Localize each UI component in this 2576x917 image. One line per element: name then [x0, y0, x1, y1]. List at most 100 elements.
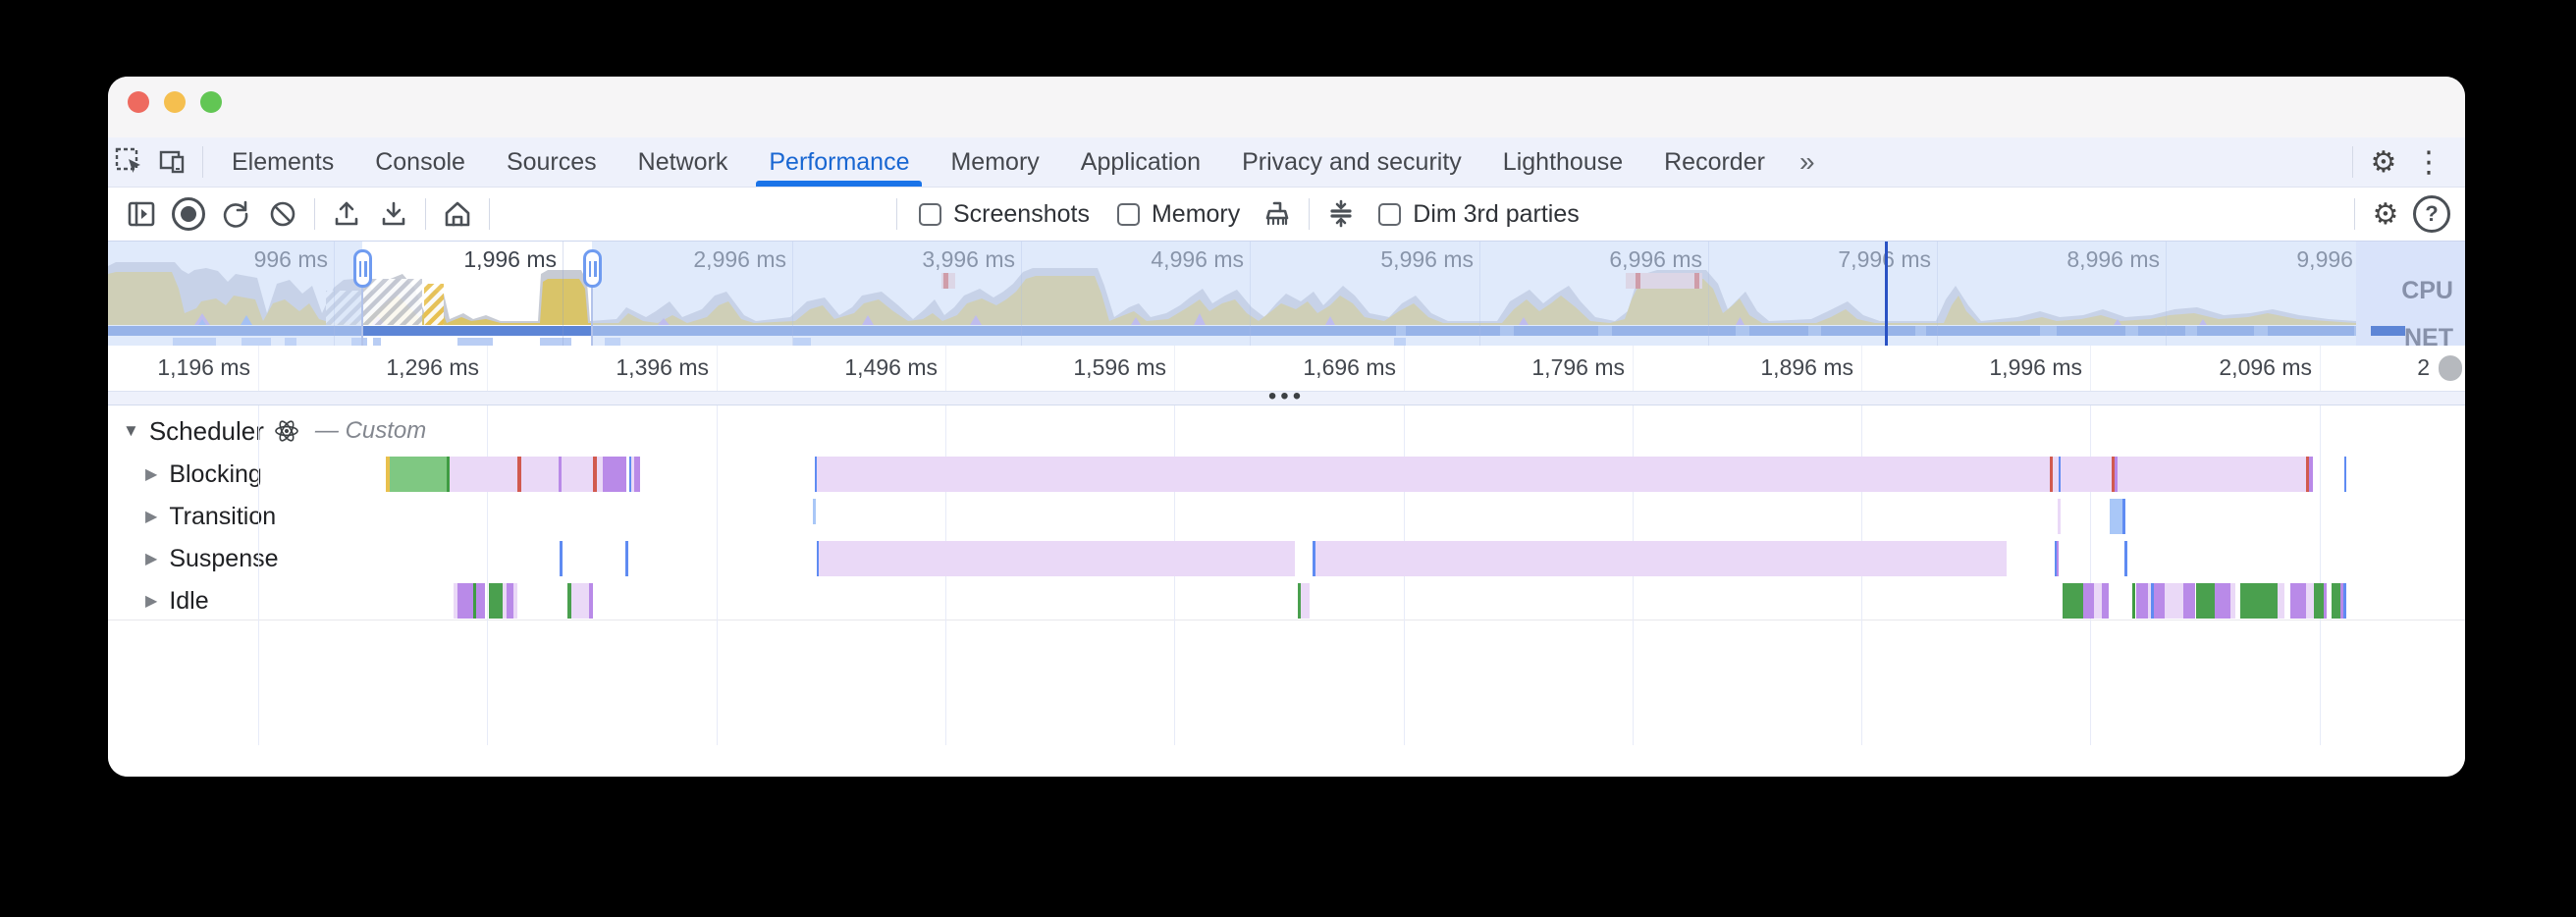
window-titlebar[interactable]	[108, 77, 2465, 137]
flame-bar-segment[interactable]	[634, 457, 640, 492]
flame-bar-segment[interactable]	[390, 457, 447, 492]
tab-memory[interactable]: Memory	[950, 147, 1040, 176]
flame-bar-segment[interactable]	[2094, 583, 2102, 619]
flame-bar-segment[interactable]	[476, 583, 485, 619]
tab-performance[interactable]: Performance	[748, 137, 930, 187]
flame-bar-segment[interactable]	[1315, 541, 2007, 576]
flame-bar-segment[interactable]	[625, 541, 628, 576]
flame-bar-segment[interactable]	[503, 583, 507, 619]
flame-bar-segment[interactable]	[2059, 457, 2061, 492]
flame-bar-segment[interactable]	[2230, 583, 2235, 619]
flame-bar-segment[interactable]	[2343, 583, 2346, 619]
dim-3rd-parties-checkbox[interactable]	[1378, 202, 1402, 226]
kebab-menu-button[interactable]: ⋮	[2414, 145, 2443, 179]
flame-bar-segment[interactable]	[2278, 583, 2284, 619]
track-row-label-suspense[interactable]: ▶Suspense	[145, 541, 279, 576]
flame-bar-segment[interactable]	[560, 541, 563, 576]
close-window-button[interactable]	[128, 91, 149, 113]
expand-triangle-icon[interactable]: ▶	[145, 551, 158, 567]
tab-lighthouse[interactable]: Lighthouse	[1502, 147, 1624, 176]
flame-bar-segment[interactable]	[2061, 457, 2112, 492]
flame-bar-segment[interactable]	[815, 457, 817, 492]
load-profile-button[interactable]	[323, 191, 370, 237]
dim-3rd-parties-checkbox-group[interactable]: Dim 3rd parties	[1378, 200, 1580, 229]
collect-garbage-button[interactable]	[1254, 191, 1301, 237]
flame-bar-segment[interactable]	[489, 583, 503, 619]
expand-triangle-icon[interactable]: ▶	[145, 466, 158, 483]
flame-bar-segment[interactable]	[2196, 583, 2215, 619]
flame-bar-segment[interactable]	[819, 541, 1295, 576]
flame-bar-segment[interactable]	[507, 583, 513, 619]
collapse-tracks-button[interactable]	[1317, 191, 1365, 237]
flame-bar-segment[interactable]	[2344, 457, 2346, 492]
flame-bar-segment[interactable]	[386, 457, 390, 492]
clear-recording-button[interactable]	[259, 191, 306, 237]
flame-bar-segment[interactable]	[513, 583, 517, 619]
track-row-label-blocking[interactable]: ▶Blocking	[145, 457, 262, 492]
flame-bar-segment[interactable]	[603, 457, 626, 492]
flame-bar-segment[interactable]	[2083, 583, 2094, 619]
flame-bar-segment[interactable]	[2132, 583, 2135, 619]
memory-checkbox-group[interactable]: Memory	[1116, 200, 1240, 229]
flame-bar-segment[interactable]	[2240, 583, 2278, 619]
flame-bar-segment[interactable]	[521, 457, 559, 492]
flame-bar-segment[interactable]	[2112, 457, 2115, 492]
flame-bar-segment[interactable]	[2110, 499, 2122, 534]
live-metrics-home-button[interactable]	[434, 191, 481, 237]
selection-right-handle[interactable]	[583, 249, 602, 288]
flame-bar-segment[interactable]	[447, 457, 450, 492]
flame-bar-segment[interactable]	[2183, 583, 2195, 619]
flame-bar-segment[interactable]	[473, 583, 476, 619]
flame-bar-segment[interactable]	[2124, 541, 2127, 576]
flame-bar-segment[interactable]	[631, 457, 634, 492]
flame-bar-segment[interactable]	[2058, 499, 2061, 534]
flame-bar-segment[interactable]	[571, 583, 589, 619]
flame-bar-segment[interactable]	[454, 583, 457, 619]
panel-settings-button[interactable]: ⚙	[2372, 197, 2399, 231]
flame-bar-segment[interactable]	[562, 457, 593, 492]
memory-checkbox[interactable]	[1116, 202, 1140, 226]
track-row-label-transition[interactable]: ▶Transition	[145, 499, 276, 534]
flame-bar-segment[interactable]	[817, 541, 819, 576]
flame-bar-segment[interactable]	[2136, 583, 2148, 619]
collapse-triangle-icon[interactable]: ▼	[123, 421, 139, 440]
panel-resize-divider[interactable]: •••	[108, 383, 2465, 409]
flame-bar-segment[interactable]	[2050, 457, 2053, 492]
flame-bar-segment[interactable]	[2055, 541, 2057, 576]
flame-bar-segment[interactable]	[2324, 583, 2327, 619]
flame-bar-segment[interactable]	[2215, 583, 2230, 619]
flame-bar-segment[interactable]	[2154, 583, 2165, 619]
expand-triangle-icon[interactable]: ▶	[145, 509, 158, 525]
playhead-line[interactable]	[1885, 242, 1888, 347]
flame-bar-segment[interactable]	[1313, 541, 1315, 576]
timeline-overview[interactable]: 996 ms1,996 ms2,996 ms3,996 ms4,996 ms5,…	[108, 241, 2465, 347]
save-profile-button[interactable]	[370, 191, 417, 237]
flame-bar-segment[interactable]	[2102, 583, 2109, 619]
flame-bar-segment[interactable]	[2148, 583, 2151, 619]
flame-bar-segment[interactable]	[567, 583, 571, 619]
zoom-window-button[interactable]	[200, 91, 222, 113]
tab-network[interactable]: Network	[637, 147, 728, 176]
minimize-window-button[interactable]	[164, 91, 186, 113]
flame-bar-segment[interactable]	[2118, 457, 2306, 492]
track-row-label-idle[interactable]: ▶Idle	[145, 583, 209, 619]
flame-bar-segment[interactable]	[559, 457, 562, 492]
flame-bar-segment[interactable]	[589, 583, 593, 619]
settings-button[interactable]: ⚙	[2370, 145, 2397, 179]
scheduler-track-header[interactable]: ▼ Scheduler — Custom	[123, 415, 426, 447]
cpu-overview-chart[interactable]: 996 ms1,996 ms2,996 ms3,996 ms4,996 ms5,…	[108, 242, 2405, 347]
flame-bar-segment[interactable]	[1298, 583, 1301, 619]
tab-application[interactable]: Application	[1080, 147, 1202, 176]
flame-bar-segment[interactable]	[629, 457, 631, 492]
horizontal-scrollbar-thumb[interactable]	[2439, 355, 2462, 381]
flame-bar-segment[interactable]	[817, 457, 2050, 492]
flame-bar-segment[interactable]	[2115, 457, 2118, 492]
flame-bar-segment[interactable]	[517, 457, 521, 492]
screenshots-checkbox[interactable]	[919, 202, 941, 226]
tab-sources[interactable]: Sources	[506, 147, 597, 176]
screenshots-checkbox-group[interactable]: Screenshots	[919, 200, 1090, 229]
flame-bar-segment[interactable]	[813, 499, 816, 524]
flame-bar-segment[interactable]	[1301, 583, 1310, 619]
flame-bar-segment[interactable]	[2340, 583, 2343, 619]
